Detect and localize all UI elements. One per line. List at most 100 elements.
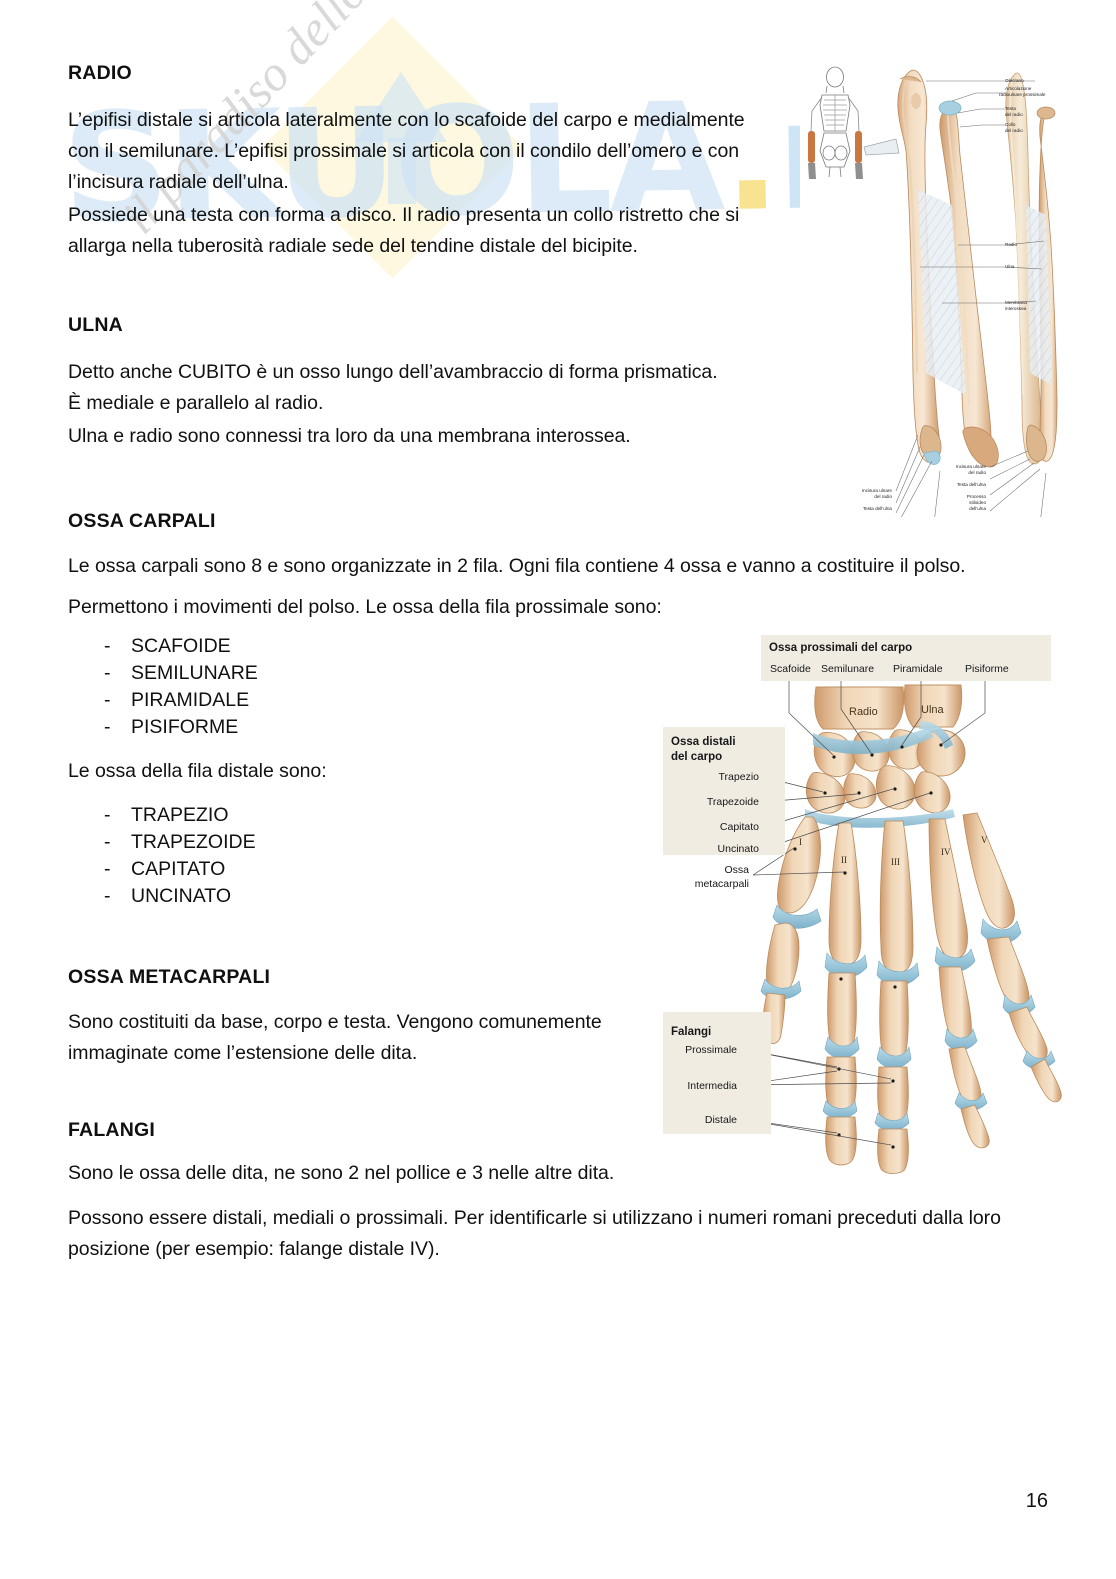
- svg-text:Ulna: Ulna: [921, 704, 945, 716]
- figure-hand-skeleton: I II III IV V: [653, 617, 1063, 1174]
- radius-head-cartilage: [938, 100, 962, 116]
- list-item: - PISIFORME: [68, 714, 258, 741]
- svg-text:IV: IV: [941, 847, 951, 857]
- bullet-dash: -: [104, 885, 111, 907]
- list-item-label: TRAPEZIO: [131, 804, 229, 826]
- svg-text:V: V: [981, 835, 988, 845]
- heading-ossa-carpali: OSSA CARPALI: [68, 510, 216, 532]
- svg-text:Incisura ulnare: Incisura ulnare: [862, 488, 893, 493]
- paragraph-ulna-1: Detto anche CUBITO è un osso lungo dell’…: [68, 361, 718, 414]
- svg-text:stiloideo: stiloideo: [969, 500, 986, 505]
- forearm-figure-labels: Olecrano Articolazione radioulnare pross…: [862, 78, 1046, 511]
- list-item-label: PIRAMIDALE: [131, 689, 250, 711]
- svg-text:Collo: Collo: [1005, 122, 1016, 127]
- svg-text:dell’ulna: dell’ulna: [969, 506, 986, 511]
- bullet-dash: -: [104, 858, 111, 880]
- svg-text:Semilunare: Semilunare: [821, 663, 874, 675]
- bullet-dash: -: [104, 635, 111, 657]
- hand-figure-labels: Ossa prossimali del carpo Scafoide Semil…: [671, 642, 1009, 1126]
- svg-text:Testa: Testa: [1005, 106, 1016, 111]
- bullet-dash: -: [104, 804, 111, 826]
- svg-text:Radio: Radio: [849, 706, 878, 718]
- svg-text:Falangi: Falangi: [671, 1026, 711, 1038]
- metacarpal-bones: [777, 812, 1015, 974]
- svg-text:Testa dell’ulna: Testa dell’ulna: [957, 482, 987, 487]
- label-marker-dots: [793, 743, 943, 1149]
- radius-stub: [814, 686, 905, 730]
- svg-text:Olecrano: Olecrano: [1005, 78, 1024, 83]
- list-item: - UNCINATO: [68, 883, 256, 910]
- inset-highlight-right: [855, 131, 862, 163]
- bullet-dash: -: [104, 831, 111, 853]
- svg-text:Processo: Processo: [967, 494, 987, 499]
- page-number: 16: [1025, 1490, 1048, 1512]
- metacarpal-numerals: I II III IV V: [799, 835, 988, 867]
- metacarpal-I: [777, 816, 821, 914]
- svg-text:III: III: [891, 857, 900, 867]
- svg-text:I: I: [799, 837, 802, 847]
- list-item: - CAPITATO: [68, 856, 256, 883]
- paragraph-carpali-2: Permettono i movimenti del polso. Le oss…: [68, 596, 662, 618]
- svg-text:Uncinato: Uncinato: [718, 843, 760, 855]
- heading-falangi: FALANGI: [68, 1119, 155, 1141]
- skeleton-inset-icon: [810, 66, 860, 178]
- list-item: - TRAPEZOIDE: [68, 829, 256, 856]
- svg-text:interossea: interossea: [1005, 306, 1027, 311]
- bullet-dash: -: [104, 716, 111, 738]
- metacarpal-V: [962, 812, 1015, 929]
- list-item-label: SCAFOIDE: [131, 635, 231, 657]
- paragraph-falangi-2: Possono essere distali, mediali o prossi…: [68, 1207, 1001, 1260]
- paragraph-metacarpali-1: Sono costituiti da base, corpo e testa. …: [68, 1011, 602, 1064]
- list-item: - SCAFOIDE: [68, 633, 258, 660]
- svg-text:Ossa distali: Ossa distali: [671, 736, 736, 748]
- svg-text:del carpo: del carpo: [671, 751, 722, 763]
- inset-highlight-left: [808, 131, 815, 163]
- ulna-stub: [903, 684, 963, 728]
- svg-text:Piramidale: Piramidale: [893, 663, 943, 675]
- heading-radio: RADIO: [68, 62, 132, 84]
- paragraph-falangi-1: Sono le ossa delle dita, ne sono 2 nel p…: [68, 1162, 615, 1184]
- list-item: - PIRAMIDALE: [68, 687, 258, 714]
- svg-text:Trapezio: Trapezio: [719, 771, 760, 783]
- list-proximal-carpals: - SCAFOIDE - SEMILUNARE - PIRAMIDALE - P…: [68, 633, 258, 741]
- svg-text:del radio: del radio: [874, 494, 892, 499]
- svg-text:Testa dell’ulna: Testa dell’ulna: [863, 506, 893, 511]
- paragraph-carpali-3: Le ossa della fila distale sono:: [68, 760, 327, 782]
- paragraph-radio-2: Possiede una testa con forma a disco. Il…: [68, 204, 740, 257]
- intermediate-phalanges: [825, 1006, 1048, 1127]
- svg-text:Membrana: Membrana: [1005, 300, 1027, 305]
- svg-text:Scafoide: Scafoide: [770, 663, 811, 675]
- svg-text:del radio: del radio: [1005, 112, 1023, 117]
- list-item-label: PISIFORME: [131, 716, 239, 738]
- svg-text:Prossimale: Prossimale: [685, 1044, 737, 1056]
- bullet-dash: -: [104, 689, 111, 711]
- svg-text:del radio: del radio: [968, 470, 986, 475]
- heading-ossa-metacarpali: OSSA METACARPALI: [68, 966, 271, 988]
- svg-text:Ossa prossimali del carpo: Ossa prossimali del carpo: [769, 642, 912, 654]
- interosseous-membrane-right: [1026, 205, 1052, 385]
- box-proximal-carpals: [761, 635, 1051, 681]
- paragraph-ulna-2: Ulna e radio sono connessi tra loro da u…: [68, 425, 631, 447]
- svg-text:Intermedia: Intermedia: [687, 1080, 737, 1092]
- figure-forearm-radius-ulna: Olecrano Articolazione radioulnare pross…: [800, 55, 1060, 517]
- svg-text:Capitato: Capitato: [720, 821, 759, 833]
- box-distal-carpals: [663, 727, 785, 855]
- svg-text:metacarpali: metacarpali: [695, 878, 749, 890]
- svg-text:II: II: [841, 855, 847, 865]
- list-item-label: TRAPEZOIDE: [131, 831, 256, 853]
- ulna-distal-left: [919, 425, 942, 465]
- svg-text:Trapezoide: Trapezoide: [707, 796, 759, 808]
- svg-text:del radio: del radio: [1005, 128, 1023, 133]
- leader-lines: [895, 80, 1047, 517]
- trapezoid-bone: [843, 773, 877, 809]
- heading-ulna: ULNA: [68, 314, 123, 336]
- svg-text:Articolazione: Articolazione: [1005, 86, 1032, 91]
- list-distal-carpals: - TRAPEZIO - TRAPEZOIDE - CAPITATO - UNC…: [68, 802, 256, 910]
- list-item-label: UNCINATO: [131, 885, 232, 907]
- svg-text:Distale: Distale: [705, 1114, 737, 1126]
- list-item: - SEMILUNARE: [68, 660, 258, 687]
- distal-phalanges: [762, 992, 1062, 1174]
- list-item: - TRAPEZIO: [68, 802, 256, 829]
- svg-text:Ulna: Ulna: [1005, 264, 1015, 269]
